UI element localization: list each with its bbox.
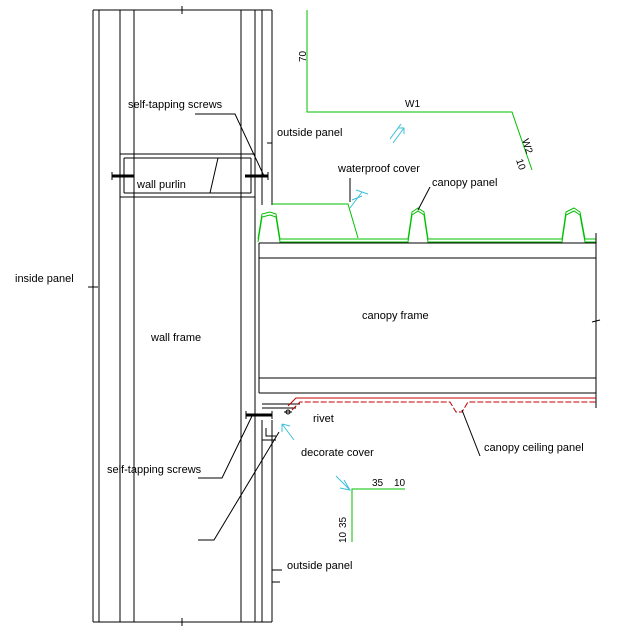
canopy-ceiling-panel bbox=[287, 397, 596, 413]
label-decorate-cover: decorate cover bbox=[301, 447, 374, 459]
decorate-cover-detail-arrow bbox=[335, 475, 352, 491]
label-self-tapping-screws-bottom: self-tapping screws bbox=[107, 464, 202, 476]
rivet bbox=[284, 409, 292, 415]
svg-text:70: 70 bbox=[298, 50, 309, 62]
waterproof-cover-arrow bbox=[349, 189, 369, 209]
outside-panel-lower bbox=[261, 420, 273, 622]
label-wall-frame: wall frame bbox=[150, 332, 201, 344]
label-outside-panel-top: outside panel bbox=[277, 127, 342, 139]
purlin-screw-left bbox=[111, 172, 134, 180]
leader-lines bbox=[195, 113, 481, 571]
dim-70-label: 70 bbox=[298, 50, 309, 62]
dim-10-bottom-label: 10 bbox=[394, 478, 406, 489]
flashing-direction-arrow bbox=[389, 123, 405, 144]
outside-panel-lower-corner bbox=[271, 578, 280, 583]
lower-screw bbox=[245, 411, 273, 419]
label-waterproof-cover: waterproof cover bbox=[337, 163, 420, 175]
label-canopy-frame: canopy frame bbox=[362, 310, 429, 322]
dim-w2-label: W2 bbox=[519, 138, 534, 156]
wall-frame bbox=[119, 10, 256, 622]
label-self-tapping-screws-top: self-tapping screws bbox=[128, 99, 223, 111]
label-outside-panel-bottom: outside panel bbox=[287, 560, 352, 572]
label-canopy-panel: canopy panel bbox=[432, 177, 497, 189]
inside-panel bbox=[92, 6, 272, 626]
label-inside-panel: inside panel bbox=[15, 273, 74, 285]
dim-10-top-label: 10 bbox=[513, 158, 527, 172]
label-rivet: rivet bbox=[313, 413, 334, 425]
dim-w1-label: W1 bbox=[405, 99, 420, 110]
dim-35-vertical-label: 35 bbox=[338, 516, 349, 528]
purlin-screw-right bbox=[245, 172, 269, 180]
decorate-cover-angle bbox=[262, 403, 300, 409]
canopy-frame bbox=[258, 233, 601, 408]
label-wall-purlin: wall purlin bbox=[136, 179, 186, 191]
decorate-cover-arrow bbox=[281, 423, 295, 441]
decorate-cover-detail bbox=[351, 488, 405, 542]
lower-l-angle bbox=[261, 428, 276, 441]
dim-10-vertical-label: 10 bbox=[338, 531, 349, 543]
dim-35-horizontal-label: 35 bbox=[372, 478, 384, 489]
top-flashing bbox=[306, 10, 533, 171]
canopy-panel bbox=[257, 207, 596, 243]
waterproof-cover bbox=[272, 203, 359, 239]
label-canopy-ceiling-panel: canopy ceiling panel bbox=[484, 442, 584, 454]
